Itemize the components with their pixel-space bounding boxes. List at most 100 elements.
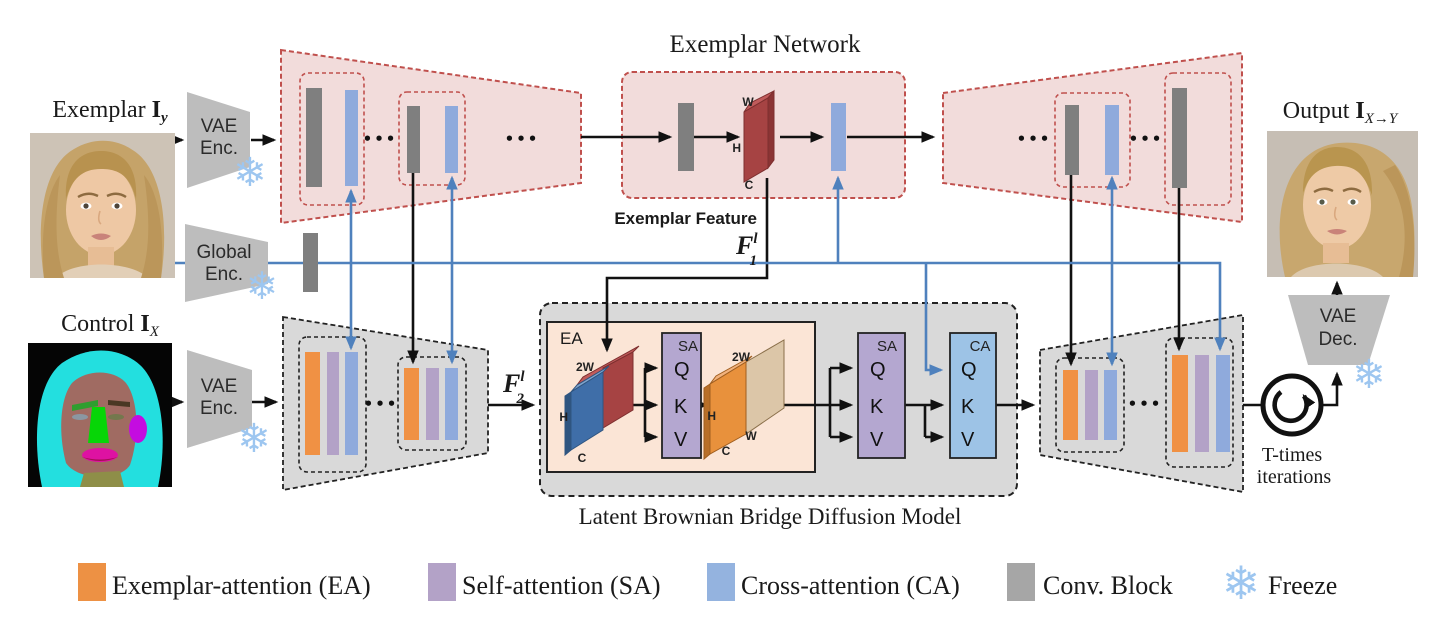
diffusion-decoder-bars [1063, 355, 1230, 452]
global-enc-line1: Global [197, 242, 252, 263]
dim-h: H [559, 410, 568, 424]
conv-block-bar [1172, 88, 1187, 188]
freeze-snowflakes: ❄ ❄ ❄ ❄ [233, 150, 1386, 462]
diffusion-decoder-trapezoid [1039, 313, 1244, 494]
k-label: K [961, 396, 975, 418]
cross-attention-bar [1216, 355, 1230, 452]
conv-block-bar [407, 106, 420, 173]
exemplar-network-bars [678, 103, 846, 171]
dim-c: C [578, 451, 587, 465]
dim-h: H [732, 141, 741, 155]
k-label: K [674, 396, 688, 418]
t-times-label-line1: T-times [1262, 444, 1323, 466]
exemplar-attention-bar [1063, 370, 1078, 440]
dim-c: C [745, 178, 754, 192]
vae-enc-top-line1: VAE [201, 116, 238, 137]
snowflake-icon: ❄ [237, 416, 271, 462]
dim-c: C [722, 444, 731, 458]
decoder-bars [1065, 88, 1187, 188]
vae-decoder: VAE Dec. [1288, 295, 1390, 365]
conv-block-bar [1065, 105, 1079, 175]
q-label: Q [674, 359, 690, 381]
vae-dec-line2: Dec. [1318, 329, 1357, 350]
diffusion-block-group-2 [1165, 337, 1234, 468]
v-label: V [870, 429, 884, 451]
ea-concat-slab [564, 345, 640, 457]
self-attention-bar [426, 368, 439, 440]
exemplar-attention-bar [305, 352, 320, 455]
v-label: V [961, 429, 975, 451]
global-encoder: Global Enc. [185, 224, 268, 302]
svg-text:•••: ••• [363, 130, 398, 148]
self-attention-box-1: SA Q K V [661, 332, 702, 459]
conv-block-bar [678, 103, 694, 171]
sa-label: SA [678, 338, 698, 355]
control-segmentation-map [28, 343, 172, 487]
legend-label-ca: Cross-attention (CA) [741, 571, 960, 600]
ea-module-label: EA [560, 329, 583, 348]
legend: Exemplar-attention (EA) Self-attention (… [78, 556, 1337, 610]
v-label: V [674, 429, 688, 451]
control-encoder-bars [305, 352, 458, 455]
svg-text:•••: ••• [505, 130, 540, 148]
cross-attention-bar [1105, 105, 1119, 175]
lbbdm-title: Latent Brownian Bridge Diffusion Model [579, 504, 962, 529]
dim-2w: 2W [576, 360, 595, 374]
legend-swatch-sa [428, 563, 456, 601]
vae-enc-top-line2: Enc. [200, 138, 238, 159]
ellipsis-dots: ••• ••• ••• ••• ••• ••• [363, 130, 1164, 413]
svg-text:•••: ••• [1017, 130, 1052, 148]
legend-swatch-ca [707, 563, 735, 601]
dim-w: W [745, 429, 757, 443]
q-label: Q [870, 359, 886, 381]
global-feature-connectors [172, 175, 1226, 376]
self-attention-bar [1085, 370, 1098, 440]
legend-label-freeze: Freeze [1268, 571, 1337, 600]
cross-attention-bar [445, 106, 458, 173]
global-feature-line [172, 261, 1226, 352]
cross-attention-box: CA Q K V [949, 332, 997, 459]
cross-attention-bar [345, 352, 358, 455]
legend-label-sa: Self-attention (SA) [462, 571, 661, 600]
self-attention-bar [327, 352, 339, 455]
snowflake-icon: ❄ [1352, 352, 1386, 398]
exemplar-photo [30, 133, 175, 278]
dim-h: H [707, 409, 716, 423]
exemplar-attention-bar [1172, 355, 1188, 452]
q-label: Q [961, 359, 977, 381]
vae-enc-bottom-line1: VAE [201, 376, 238, 397]
legend-label-conv: Conv. Block [1043, 571, 1173, 600]
legend-label-ea: Exemplar-attention (EA) [112, 571, 371, 600]
svg-text:•••: ••• [1129, 130, 1164, 148]
exemplar-feature-slab [743, 89, 775, 183]
conv-block-bar [306, 88, 322, 187]
svg-text:•••: ••• [364, 395, 399, 413]
dim-2w: 2W [732, 350, 751, 364]
encoder-block-group-2 [398, 91, 466, 186]
snowflake-icon: ❄ [233, 150, 267, 196]
cross-attention-bar [345, 90, 358, 186]
k-label: K [870, 396, 884, 418]
exemplar-attention-bar [404, 368, 419, 440]
global-enc-line2: Enc. [205, 264, 243, 285]
exemplar-network-title: Exemplar Network [670, 31, 861, 58]
vae-enc-bottom-line2: Enc. [200, 398, 238, 419]
control-block-group-1 [298, 336, 367, 473]
self-attention-box-2: SA Q K V [857, 332, 906, 459]
vae-dec-line1: VAE [1320, 306, 1357, 327]
decoder-block-group-2 [1164, 72, 1232, 206]
cross-attention-bar [831, 103, 846, 171]
vae-encoder-top: VAE Enc. [187, 92, 250, 188]
exemplar-decoder-trapezoid [942, 51, 1243, 224]
dim-w: W [742, 95, 754, 109]
exemplar-feature-label: Exemplar Feature [614, 209, 757, 228]
encoder-block-group-1 [299, 72, 365, 206]
output-photo [1267, 131, 1418, 277]
